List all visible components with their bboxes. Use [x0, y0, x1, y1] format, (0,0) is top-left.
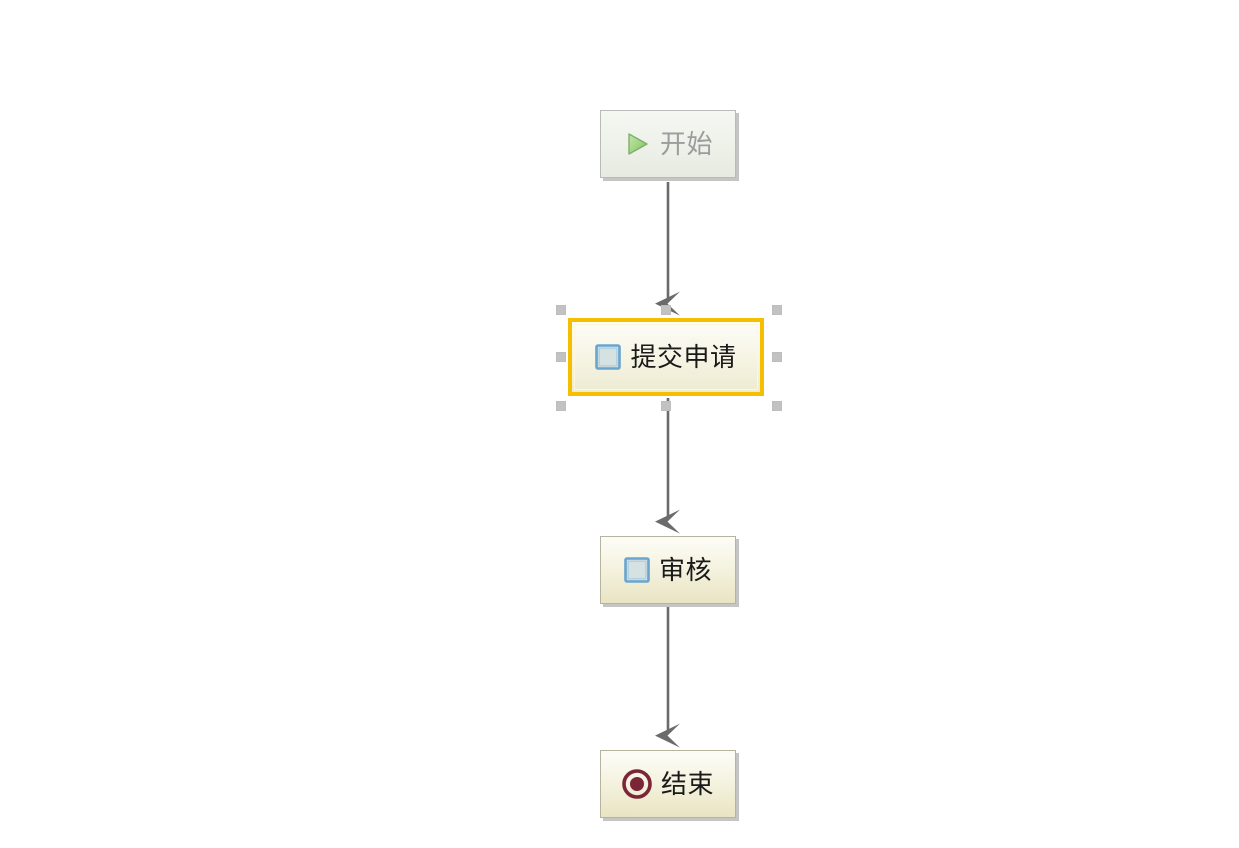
node-end[interactable]: 结束: [600, 750, 736, 818]
task-square-icon: [624, 557, 650, 583]
resize-handle-n[interactable]: [661, 305, 671, 315]
play-triangle-icon: [623, 130, 651, 158]
node-start[interactable]: 开始: [600, 110, 736, 178]
node-submit-application[interactable]: 提交申请: [568, 318, 764, 396]
node-start-label: 开始: [659, 129, 713, 159]
task-square-icon: [595, 344, 622, 370]
resize-handle-se[interactable]: [772, 401, 782, 411]
resize-handle-s[interactable]: [661, 401, 671, 411]
resize-handle-e[interactable]: [772, 352, 782, 362]
resize-handle-ne[interactable]: [772, 305, 782, 315]
resize-handle-sw[interactable]: [556, 401, 566, 411]
resize-handle-w[interactable]: [556, 352, 566, 362]
node-review[interactable]: 审核: [600, 536, 736, 604]
resize-handle-nw[interactable]: [556, 305, 566, 315]
node-submit-application-label: 提交申请: [630, 342, 737, 372]
node-end-label: 结束: [660, 769, 714, 799]
node-review-label: 审核: [658, 555, 712, 585]
end-circle-icon: [622, 769, 652, 799]
